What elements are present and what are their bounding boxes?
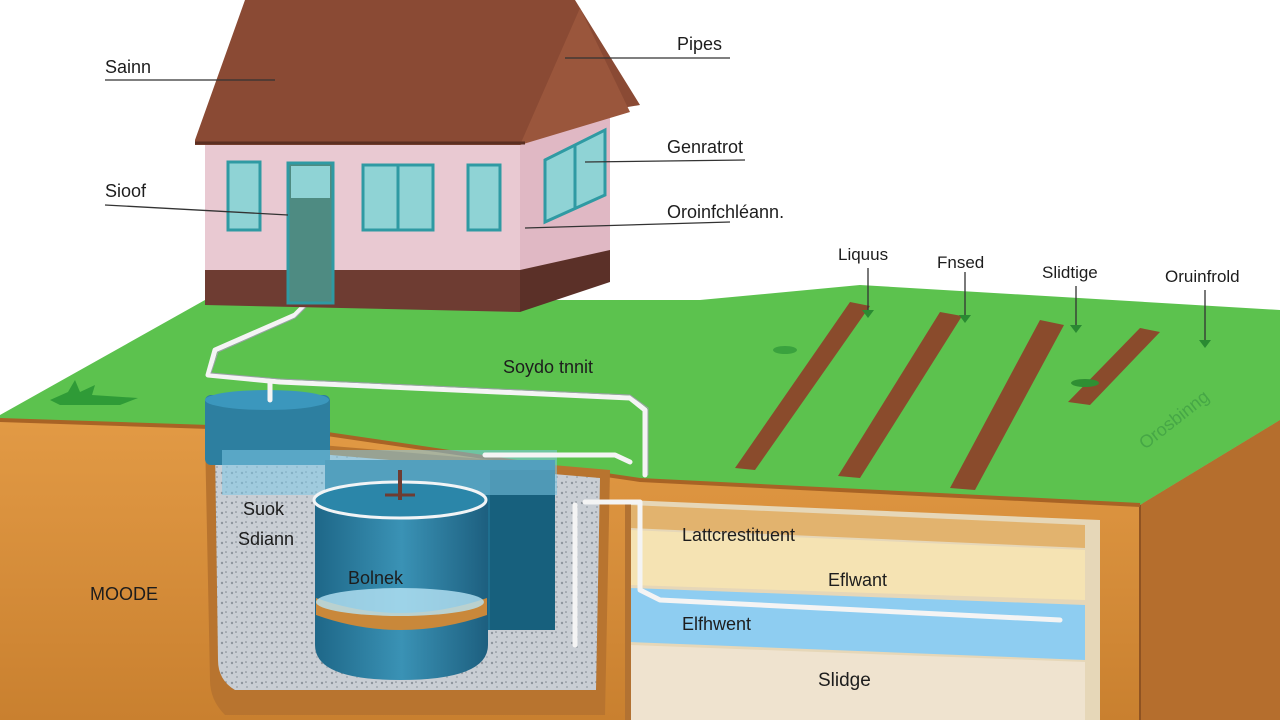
drainfield-trenches — [735, 302, 1160, 490]
label-sock-line2: Sdiann — [238, 529, 294, 549]
label-septic-tank: Soydo tnnit — [503, 357, 593, 377]
label-bolnek: Bolnek — [348, 568, 404, 588]
house-door — [286, 161, 335, 305]
label-fused: Fnsed — [937, 253, 984, 272]
house-windows — [226, 127, 607, 232]
label-drainfield-overflow: Oroinfchléann. — [667, 202, 784, 222]
pipes — [205, 297, 1063, 648]
label-effluent: Eflwant — [828, 570, 887, 590]
label-pipes: Pipes — [677, 34, 722, 54]
label-lateral-effluent: Lattcrestituent — [682, 525, 795, 545]
label-ethvent: Elfhwent — [682, 614, 751, 634]
label-sock-line1: Suok — [243, 499, 285, 519]
label-spoof: Sioof — [105, 181, 147, 201]
callout-lines — [104, 57, 1206, 345]
label-moode: MOODE — [90, 584, 158, 604]
callout-arrowheads — [862, 310, 1211, 348]
label-sludge-bottom: Slidge — [818, 670, 871, 691]
label-liquid: Liquus — [838, 245, 888, 264]
pipe-outlines — [210, 302, 649, 475]
label-drainfield: Oruinfrold — [1165, 267, 1240, 286]
label-sludge-top: Slidtige — [1042, 263, 1098, 282]
label-steam: Sainn — [105, 57, 151, 77]
grass-tufts — [50, 380, 138, 405]
label-general: Genratrot — [667, 137, 743, 157]
inner-tank — [312, 470, 488, 680]
